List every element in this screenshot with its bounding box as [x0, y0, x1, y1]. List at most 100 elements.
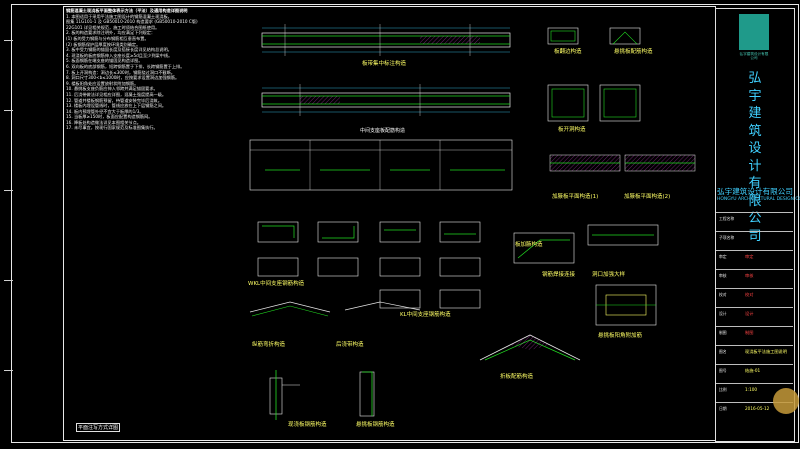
note-line: 13. 楼板内埋设管线时，管线应放在上下层钢筋之间。 — [66, 103, 167, 109]
logo-caption: 弘宇建筑设计有限公司 — [739, 52, 769, 61]
title-block-label: 日期 — [719, 406, 727, 411]
company-char: 设 — [748, 141, 762, 156]
title-block-value: 2016-05-12 — [745, 406, 770, 411]
company-logo — [739, 14, 769, 50]
title-folded: 折板配筋构造 — [500, 374, 534, 380]
title-welding: 钢筋焊接连接 — [542, 272, 576, 278]
title-block-label: 比例 — [719, 387, 727, 392]
title-block-label: 审定 — [719, 254, 727, 259]
company-char: 筑 — [748, 123, 762, 139]
title-block-divider — [716, 307, 793, 308]
note-line: 3. 板中受力钢筋的锚固长度及搭接长度详见结构总说明。 — [66, 47, 172, 53]
note-line: 6. 双向板的底部钢筋，短跨钢筋置于下排，长跨钢筋置于上排。 — [66, 63, 185, 69]
company-char: 有 — [748, 176, 762, 191]
title-block-label: 图号 — [719, 368, 727, 373]
notes-footer: 平面注写方式详图 — [76, 423, 121, 432]
title-wkl: WKL中间支座钢筋构造 — [248, 281, 305, 287]
title-block-divider — [716, 212, 793, 213]
slab-edge-details — [547, 27, 696, 172]
title-block — [715, 8, 795, 442]
inclined-slab-details — [249, 301, 421, 317]
company-char: 限 — [748, 193, 762, 209]
title-block-divider — [716, 364, 793, 365]
note-line: 22G101 详见相关规范，施工时须结合图纸使用。 — [66, 24, 160, 30]
note-line: 16. 降板处构造做法详见本图相关节点。 — [66, 119, 141, 125]
company-char: 公 — [748, 211, 762, 226]
title-block-value: 审核 — [745, 273, 754, 278]
title-kl: KL中间支座钢筋构造 — [400, 312, 451, 318]
title-haunch: 板加腋构造 — [515, 242, 543, 248]
beam-detail-middle — [261, 84, 511, 116]
note-line: 图集 11G101-1 及 GB50010-2010 构造要求 (GB50010… — [66, 19, 198, 25]
title-block-value: 制图 — [745, 330, 754, 335]
company-char: 建 — [748, 106, 762, 121]
title-block-label: 制图 — [719, 330, 727, 335]
title-post-cast: 后浇带构造 — [336, 342, 364, 348]
note-line: 8. 洞口尺寸300<b≤1000时，应按要求设置洞边加强钢筋。 — [66, 75, 180, 81]
title-block-divider — [716, 402, 793, 403]
company-name-en: HONGYU ARCHITECTURAL DESIGN CO.,LTD — [717, 197, 800, 202]
company-char: 宇 — [748, 88, 762, 104]
note-line: 1. 本图适用于采用平法施工图设计的钢筋混凝土现浇板。 — [66, 13, 172, 19]
title-block-divider — [716, 383, 793, 384]
support-details — [257, 221, 481, 309]
title-block-divider — [716, 326, 793, 327]
title-block-value: 1:100 — [745, 387, 758, 392]
title-corner-bars: 悬挑板阳角附加筋 — [598, 333, 643, 339]
company-char: 计 — [748, 158, 762, 174]
title-cantilever-rebar: 悬挑板钢筋构造 — [356, 422, 395, 428]
note-line: 15. 当板厚≥150时，板面应配置构造钢筋网。 — [66, 114, 153, 120]
title-opening: 板开洞构造 — [558, 127, 586, 133]
watermark-icon — [773, 388, 799, 414]
title-support-detail: 中间支座板配筋构造 — [360, 128, 406, 134]
company-name-vertical: 弘宇建筑设计有限公司 — [743, 70, 767, 245]
note-line: 5. 板面钢筋在端支座的锚固见构造详图。 — [66, 58, 143, 64]
title-block-divider — [716, 345, 793, 346]
design-notes: 钢筋混凝土现浇板平面整体表示方法（平法）及通用构造详图说明 1. 本图适用于采用… — [66, 8, 238, 131]
title-slab-rebar: 现浇板钢筋构造 — [288, 422, 327, 428]
note-line: 7. 板上开洞构造：洞边长≤300时，钢筋绕过洞口不截断。 — [66, 69, 175, 75]
title-block-divider — [716, 250, 793, 251]
title-block-label: 设计 — [719, 311, 727, 316]
note-line: (2) 板钢筋保护层厚度按环境类别确定。 — [66, 41, 141, 47]
right-mid-details — [513, 224, 659, 326]
title-opening-reinf: 洞口加强大样 — [592, 272, 626, 278]
title-block-value: 设计 — [745, 311, 754, 316]
note-line: (1) 板的受力钢筋与分布钢筋相互垂直布置。 — [66, 35, 149, 41]
title-edge-detail: 板翻边构造 — [554, 49, 582, 55]
title-beam-detail: 板带集中标注构造 — [362, 61, 407, 67]
title-block-label: 图名 — [719, 349, 727, 354]
company-char: 弘 — [748, 71, 762, 86]
note-line: 4. 现浇板的板底钢筋伸入支座长度≥5d且至少到梁中线。 — [66, 52, 173, 58]
note-line: 14. 板内预埋管外径不宜大于板厚的1/3。 — [66, 108, 144, 114]
company-name: 弘宇建筑设计有限公司 — [717, 187, 793, 196]
title-block-value: 审定 — [745, 254, 754, 259]
binding-strip — [2, 0, 13, 449]
drawing-border — [11, 4, 799, 443]
note-line: 17. 未尽事宜，按现行国家规范及标准图集执行。 — [66, 125, 158, 131]
title-block-label: 校对 — [719, 292, 727, 297]
title-block-divider — [716, 288, 793, 289]
note-line: 2. 板的构造要求除注明外，均应满足下列规定： — [66, 30, 156, 36]
title-cantilever: 悬挑板配筋构造 — [614, 49, 653, 55]
title-haunch-2: 加腋板平面构造(2) — [624, 194, 671, 200]
notes-title: 钢筋混凝土现浇板平面整体表示方法（平法）及通用构造详图说明 — [66, 8, 188, 13]
beam-detail-top — [261, 24, 511, 56]
title-block-value: 结施-01 — [745, 368, 761, 373]
bottom-bar-details — [269, 370, 375, 420]
title-block-divider — [716, 231, 793, 232]
note-line: 9. 楼板阳角处应设置放射状附加钢筋。 — [66, 80, 139, 86]
title-bend: 纵筋弯折构造 — [252, 342, 286, 348]
company-char: 司 — [748, 228, 762, 244]
note-line: 12. 管道井楼板钢筋预留，待管道安装完毕后浇筑。 — [66, 97, 162, 103]
folded-slab-detail — [479, 334, 581, 361]
title-block-label: 审核 — [719, 273, 727, 278]
notes-list: 1. 本图适用于采用平法施工图设计的钢筋混凝土现浇板。 图集 11G101-1 … — [66, 14, 238, 131]
title-block-value: 校对 — [745, 292, 754, 297]
title-haunch-1: 加腋板平面构造(1) — [552, 194, 599, 200]
slab-band-table — [249, 139, 513, 191]
title-block-divider — [716, 269, 793, 270]
title-block-label: 子项名称 — [719, 235, 735, 240]
